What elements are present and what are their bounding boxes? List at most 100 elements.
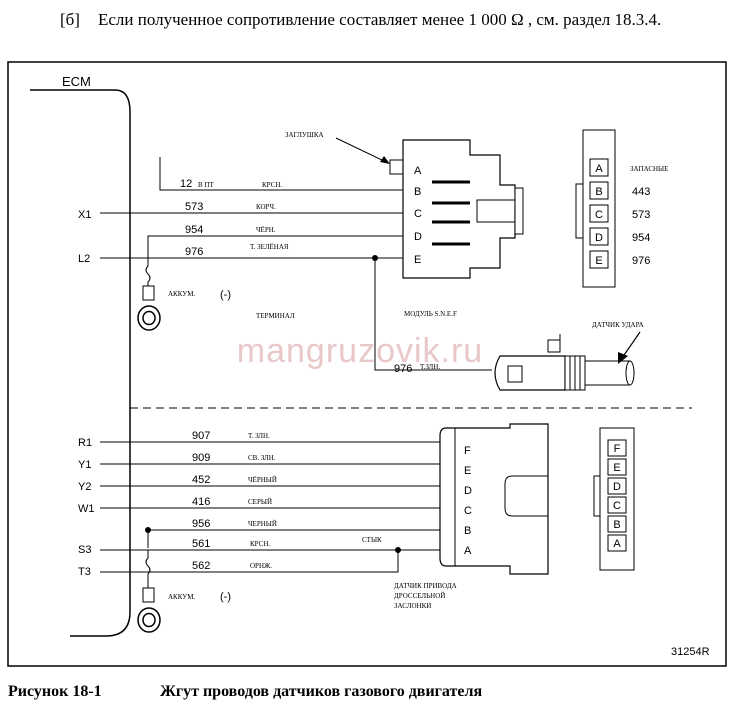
spare-number-c: 573 xyxy=(632,209,650,221)
right-cell-d xyxy=(607,477,627,495)
ground-lug-top xyxy=(142,285,155,301)
sensor-clip xyxy=(547,334,561,353)
battery-label-bottom: АККУМ. xyxy=(168,593,195,601)
throttle-label-line-2: ДРОССЕЛЬНОЙ xyxy=(394,592,445,600)
figure-id: 31254R xyxy=(671,646,710,658)
wire-extra-12: В ПТ xyxy=(198,181,214,189)
figure-caption: Рисунок 18-1 Жгут проводов датчиков газов… xyxy=(8,683,482,701)
throttle-pin-f: F xyxy=(464,445,471,457)
throttle-label-line-3: ЗАСЛОНКИ xyxy=(394,602,431,610)
pin-e: E xyxy=(414,254,421,266)
header-text: [б]Если полученное сопротивление составл… xyxy=(60,10,661,30)
wire-color-907: Т. ЗЛН. xyxy=(248,432,270,440)
impact-sensor-body xyxy=(494,355,566,391)
ecm-pin-w1: W1 xyxy=(78,503,95,515)
ecm-pin-s3: S3 xyxy=(78,544,91,556)
throttle-label-line-1: ДАТЧИК ПРИВОДА xyxy=(394,582,457,590)
right-pin-a: A xyxy=(613,538,621,550)
wire-color-976: Т. ЗЕЛЁНАЯ xyxy=(250,243,289,251)
spare-number-b: 443 xyxy=(632,186,650,198)
diagram-frame xyxy=(7,61,727,667)
top-section: X1 L2 12 В ПТ 573 954 976 КРСН. КОРЧ. ЧЁ… xyxy=(78,129,668,391)
ecm-pin-y1: Y1 xyxy=(78,459,91,471)
header-sentence: Если полученное сопротивление составляет… xyxy=(98,10,662,29)
ground-lug-bottom xyxy=(142,587,155,603)
ecm-pin-y2: Y2 xyxy=(78,481,91,493)
wire-color-909: СВ. ЗЛН. xyxy=(248,454,276,462)
throttle-pin-b: B xyxy=(464,525,471,537)
joint-dot xyxy=(395,547,401,553)
battery-sign-bottom: (-) xyxy=(220,591,231,603)
right-cell-e xyxy=(607,458,627,476)
bottom-section: R1 Y1 Y2 W1 S3 T3 907 909 452 416 956 56… xyxy=(78,423,635,633)
impact-sensor-label: ДАТЧИК УДАРА xyxy=(592,321,644,329)
sensor-arrow xyxy=(621,331,641,359)
throttle-pin-block-side xyxy=(593,475,601,517)
ecm-bracket xyxy=(30,89,131,637)
wire-number-954: 954 xyxy=(185,224,203,236)
battery-label-top: АККУМ. xyxy=(168,290,195,298)
spare-number-e: 976 xyxy=(632,255,650,267)
wire-562 xyxy=(100,550,399,573)
ground-ring-bottom xyxy=(137,607,161,633)
pin-b: B xyxy=(414,186,421,198)
wire-number-573: 573 xyxy=(185,201,203,213)
spare-number-d: 954 xyxy=(632,232,650,244)
right-pin-e: E xyxy=(613,462,620,474)
caption-number: Рисунок 18-1 xyxy=(8,683,102,700)
junction-dot-bottom xyxy=(145,527,151,533)
watermark: mangruzovik.ru xyxy=(237,332,483,370)
spare-cell-b xyxy=(589,181,609,200)
terminal-label: ТЕРМИНАЛ xyxy=(256,312,295,320)
wire-954 xyxy=(147,235,403,258)
sensor-window xyxy=(507,365,523,383)
pin-a: A xyxy=(414,165,422,177)
throttle-pin-a: A xyxy=(464,545,472,557)
wire-color-416: СЕРЫЙ xyxy=(248,498,272,506)
wire-color-12: КРСН. xyxy=(262,181,282,189)
throttle-pin-c: C xyxy=(464,505,472,517)
spare-pin-d: D xyxy=(595,232,603,244)
ecm-pin-x1: X1 xyxy=(78,209,91,221)
right-pin-f: F xyxy=(614,443,621,455)
wire-number-561: 561 xyxy=(192,538,210,550)
wire-color-954: ЧЁРН. xyxy=(256,226,276,234)
wire-976-sensor xyxy=(374,258,492,371)
spare-label: ЗАПАСНЫЕ xyxy=(630,165,668,173)
connector-latch xyxy=(514,187,524,235)
throttle-pin-d: D xyxy=(464,485,472,497)
ground-ring-top-inner xyxy=(142,310,156,326)
spare-pin-e: E xyxy=(595,255,602,267)
pin-c: C xyxy=(414,208,422,220)
sensor-cable-end xyxy=(625,360,635,386)
wire-number-12: 12 xyxy=(180,178,192,190)
wire-color-956: ЧЕРНЫЙ xyxy=(248,520,277,528)
connector-slot xyxy=(476,199,516,223)
wire-number-976: 976 xyxy=(185,246,203,258)
right-cell-a xyxy=(607,534,627,552)
battery-sign-top: (-) xyxy=(220,289,231,301)
wire-color-452: ЧЁРНЫЙ xyxy=(248,476,277,484)
caption-title: Жгут проводов датчиков газового двигател… xyxy=(160,683,483,700)
throttle-pin-e: E xyxy=(464,465,471,477)
ecm-pin-t3: T3 xyxy=(78,566,91,578)
right-pin-d: D xyxy=(613,481,621,493)
spare-pin-a: A xyxy=(595,163,603,175)
sensor-wire-color: Т.ЗЛН. xyxy=(420,363,440,371)
sensor-cable xyxy=(584,360,631,386)
throttle-connector xyxy=(439,423,549,575)
spare-cell-d xyxy=(589,227,609,246)
wire-number-562: 562 xyxy=(192,560,210,572)
module-label: МОДУЛЬ S.N.E.F xyxy=(404,310,457,318)
ground-ring-top xyxy=(137,305,161,331)
spare-pin-b: B xyxy=(595,186,602,198)
right-cell-b xyxy=(607,515,627,533)
snef-connector xyxy=(402,139,516,279)
ecm-pin-r1: R1 xyxy=(78,437,92,449)
spare-cell-e xyxy=(589,250,609,269)
ecm-label: ECM xyxy=(62,74,91,89)
wire-color-561: КРСН. xyxy=(250,540,270,548)
wire-number-909: 909 xyxy=(192,452,210,464)
wire-color-562: ОРНЖ. xyxy=(250,562,272,570)
